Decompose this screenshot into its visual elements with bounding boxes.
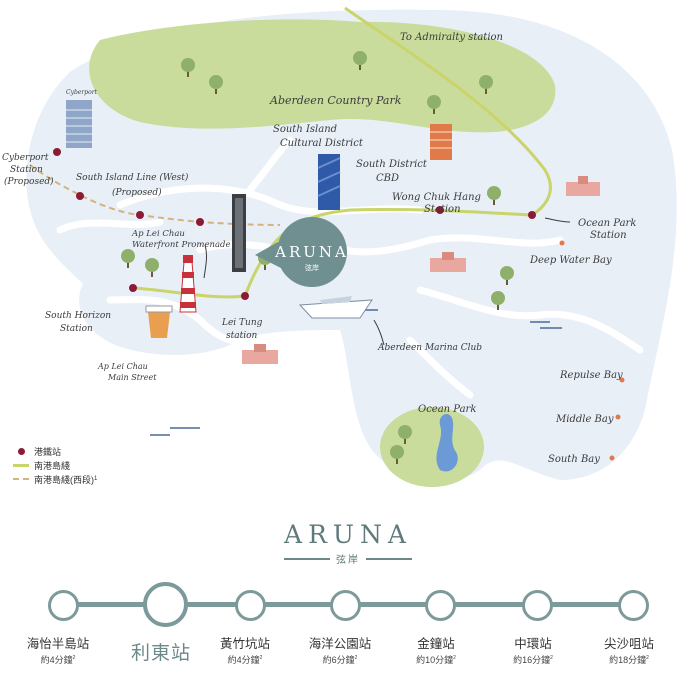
route-stop	[618, 590, 649, 621]
label-wong-chuk-hang-1: Wong Chuk Hang	[392, 192, 481, 203]
dashed-line-icon	[13, 478, 29, 480]
tree-icons	[121, 51, 514, 464]
label-south-horizons-1: South Horizon	[45, 311, 111, 321]
yacht-icon	[298, 296, 373, 319]
station-ocean-park	[528, 211, 536, 219]
label-main-street-1: Ap Lei Chau	[97, 362, 148, 371]
station-west-1	[76, 192, 84, 200]
water-marks	[150, 309, 562, 436]
label-repulse-bay: Repulse Bay	[559, 370, 623, 381]
travel-time: 約4分鐘2	[227, 655, 263, 665]
legend-line-label: 南港島綫	[34, 460, 71, 471]
coffee-cup-icon	[145, 305, 173, 338]
route-stop	[235, 590, 266, 621]
aruna-tower-icon	[232, 194, 246, 272]
travel-time: 約4分鐘2	[40, 655, 76, 665]
label-cultural-1: South Island	[273, 124, 337, 135]
station-wong-chuk-hang	[436, 206, 444, 214]
solid-line-icon	[13, 463, 29, 467]
label-ocean-park: Ocean Park	[418, 404, 476, 415]
heritage-building-icon	[242, 344, 278, 364]
cyberport-building-icon	[66, 100, 92, 148]
label-south-island-west-1: South Island Line (West)	[76, 172, 189, 183]
brand-name: ARUNA	[284, 520, 412, 549]
label-cbd-2: CBD	[376, 173, 399, 184]
label-promenade-2: Waterfront Promenade	[132, 240, 231, 250]
station-name: 中環站	[514, 637, 552, 651]
route-stop-home	[143, 582, 188, 627]
travel-time: 約6分鐘2	[322, 655, 358, 665]
label-lei-tung-1: Lei Tung	[221, 318, 263, 328]
label-cyberport-station-1: Cyberport	[2, 153, 49, 163]
station-south-horizons	[129, 284, 137, 292]
heritage-building-icon	[430, 252, 466, 272]
office-tower-icon	[430, 124, 452, 160]
mtr-stations	[53, 148, 536, 300]
route-stop	[330, 590, 361, 621]
travel-time: 約10分鐘2	[416, 655, 456, 665]
label-deep-water-bay: Deep Water Bay	[529, 255, 612, 266]
legend-row-station: 港鐵站	[12, 444, 97, 458]
label-admiralty: To Admiralty station	[400, 32, 503, 43]
label-cyberport: Cyberport	[66, 89, 98, 96]
station-west-2	[136, 211, 144, 219]
label-main-street-2: Main Street	[107, 373, 157, 382]
legend-row-line-west: 南港島綫(西段)1	[12, 472, 97, 486]
lighthouse-icon	[179, 255, 197, 313]
legend-line-west-label: 南港島綫(西段)	[34, 474, 94, 485]
seahorse-icon	[436, 414, 458, 472]
station-name: 海怡半島站	[26, 637, 90, 651]
label-wong-chuk-hang-2: Station	[424, 204, 461, 215]
label-ocean-park-station-2: Station	[590, 230, 627, 241]
label-south-horizons-2: Station	[60, 324, 93, 334]
label-lei-tung-2: station	[226, 331, 258, 341]
route-stop	[522, 590, 553, 621]
district-map: ARUNA 弦岸 To Admiralty station Aberdeen C…	[2, 6, 677, 487]
route-stop	[425, 590, 456, 621]
brand-sub: 弦岸	[336, 555, 360, 566]
label-marina-club: Aberdeen Marina Club	[377, 343, 482, 353]
station-name: 黃竹坑站	[219, 637, 270, 651]
heritage-building-icon	[566, 176, 600, 196]
route-diagram: 海怡半島站 利東站 黃竹坑站 海洋公園站 金鐘站 中環站 尖沙咀站 約4分鐘2 …	[0, 580, 696, 700]
station-west-3	[196, 218, 204, 226]
label-promenade-1: Ap Lei Chau	[131, 229, 185, 239]
label-cyberport-station-3: (Proposed)	[4, 176, 54, 187]
label-country-park: Aberdeen Country Park	[269, 94, 402, 107]
legend-footnote-mark: 1	[94, 476, 98, 482]
legend-row-line: 南港島綫	[12, 458, 97, 472]
map-legend: 港鐵站 南港島綫 南港島綫(西段)1	[12, 444, 97, 486]
aruna-badge-text: ARUNA	[274, 243, 349, 261]
station-name: 海洋公園站	[308, 637, 372, 651]
travel-time: 約16分鐘2	[513, 655, 553, 665]
station-lei-tung	[241, 292, 249, 300]
label-south-island-west-2: (Proposed)	[112, 187, 162, 198]
station-name: 尖沙咀站	[603, 637, 654, 651]
travel-time: 約18分鐘2	[609, 655, 649, 665]
aruna-badge: ARUNA 弦岸	[255, 217, 349, 287]
aruna-badge-sub: 弦岸	[305, 263, 319, 272]
station-cyberport	[53, 148, 61, 156]
route-stop	[48, 590, 79, 621]
cbd-tower-icon	[317, 154, 341, 210]
label-cultural-2: Cultural District	[280, 138, 364, 149]
label-cyberport-station-2: Station	[10, 165, 43, 175]
brand-divider	[284, 557, 330, 560]
label-middle-bay: Middle Bay	[555, 414, 614, 425]
label-south-bay: South Bay	[548, 454, 600, 465]
aruna-logo: ARUNA 弦岸	[0, 520, 696, 566]
brand-divider	[366, 557, 412, 560]
station-name: 金鐘站	[417, 637, 455, 651]
pointer-arrows	[203, 217, 571, 346]
label-ocean-park-station-1: Ocean Park	[578, 218, 636, 229]
bay-markers	[559, 240, 625, 461]
legend-station-label: 港鐵站	[34, 446, 62, 457]
station-dot-icon	[17, 447, 25, 455]
station-name-home: 利東站	[130, 643, 191, 664]
label-cbd-1: South District	[356, 159, 428, 170]
